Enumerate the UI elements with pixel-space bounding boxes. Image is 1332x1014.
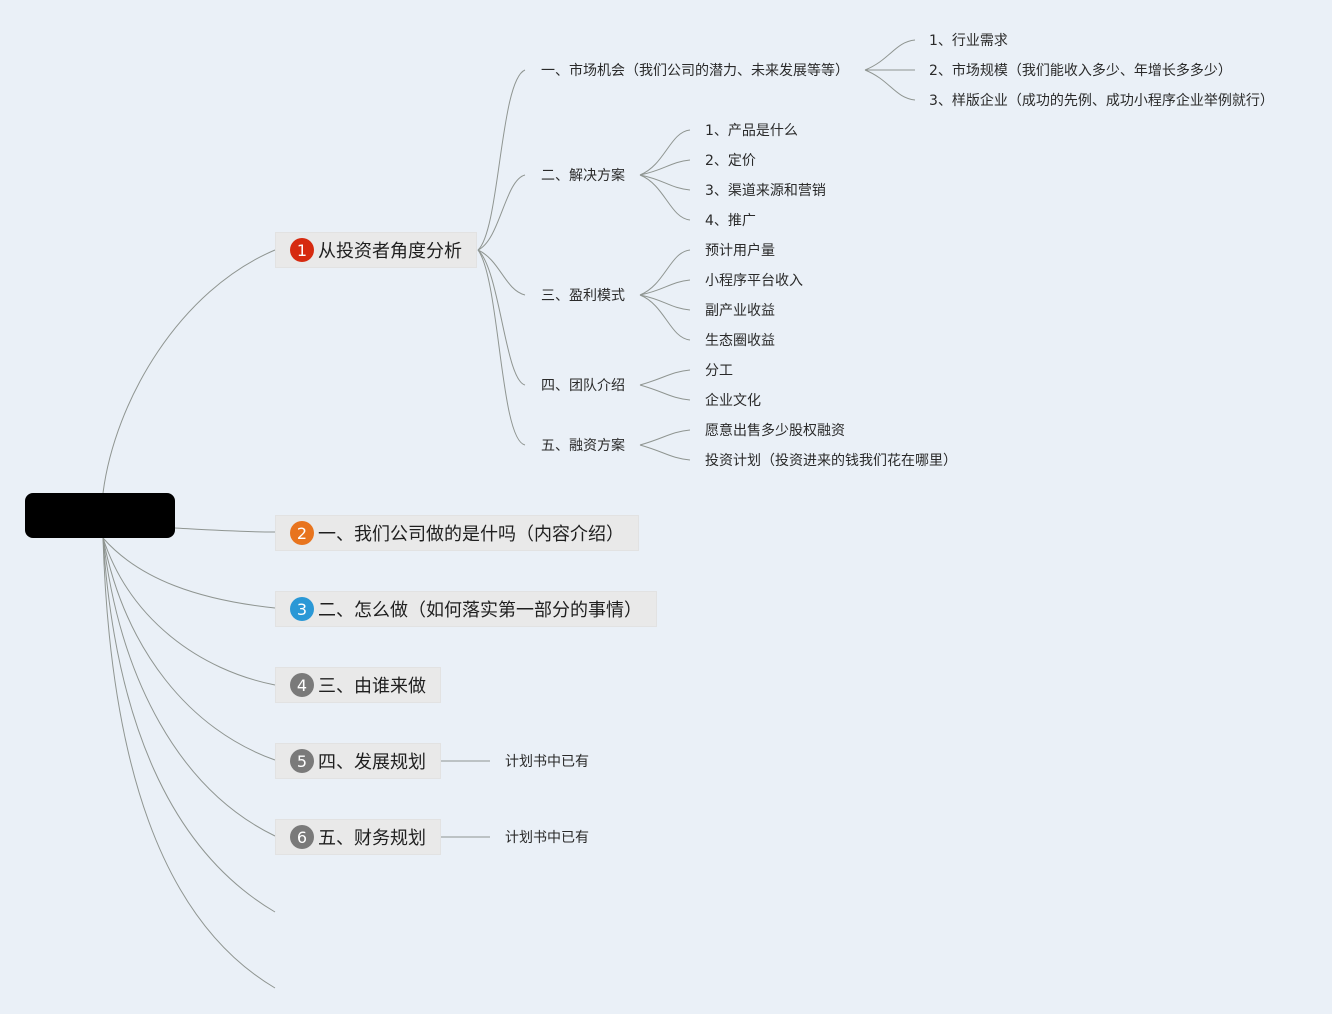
topic-finance-plan[interactable]: 6 五、财务规划 [275,819,441,855]
section-profit-model[interactable]: 三、盈利模式 [541,288,625,304]
topic-how-to-do[interactable]: 3 二、怎么做（如何落实第一部分的事情） [275,591,657,627]
leaf-investment-plan[interactable]: 投资计划（投资进来的钱我们花在哪里） [705,453,957,469]
leaf-market-size[interactable]: 2、市场规模（我们能收入多少、年增长多多少） [929,63,1232,79]
topic-who-does[interactable]: 4 三、由谁来做 [275,667,441,703]
section-financing-plan[interactable]: 五、融资方案 [541,438,625,454]
leaf-equity-for-sale[interactable]: 愿意出售多少股权融资 [705,423,845,439]
root-topic[interactable] [25,493,175,538]
section-market-opportunity[interactable]: 一、市场机会（我们公司的潜力、未来发展等等） [541,63,849,79]
leaf-pricing[interactable]: 2、定价 [705,153,756,169]
priority-6-icon: 6 [290,825,314,849]
leaf-industry-demand[interactable]: 1、行业需求 [929,33,1008,49]
leaf-side-industry-income[interactable]: 副产业收益 [705,303,775,319]
topic-label: 四、发展规划 [318,752,426,773]
leaf-corporate-culture[interactable]: 企业文化 [705,393,761,409]
topic-label: 五、财务规划 [318,828,426,849]
priority-2-icon: 2 [290,521,314,545]
topic-company-intro[interactable]: 2 一、我们公司做的是什吗（内容介绍） [275,515,639,551]
note-development-plan[interactable]: 计划书中已有 [505,754,589,770]
topic-label: 从投资者角度分析 [318,241,462,262]
topic-label: 三、由谁来做 [318,676,426,697]
leaf-promotion[interactable]: 4、推广 [705,213,756,229]
note-finance-plan[interactable]: 计划书中已有 [505,830,589,846]
leaf-channels-marketing[interactable]: 3、渠道来源和营销 [705,183,826,199]
topic-development-plan[interactable]: 5 四、发展规划 [275,743,441,779]
topic-investor-analysis[interactable]: 1 从投资者角度分析 [275,232,477,268]
leaf-division-of-labor[interactable]: 分工 [705,363,733,379]
priority-3-icon: 3 [290,597,314,621]
leaf-sample-companies[interactable]: 3、样版企业（成功的先例、成功小程序企业举例就行） [929,93,1274,109]
priority-1-icon: 1 [290,238,314,262]
section-team-intro[interactable]: 四、团队介绍 [541,378,625,394]
topic-label: 二、怎么做（如何落实第一部分的事情） [318,600,642,621]
section-solution[interactable]: 二、解决方案 [541,168,625,184]
leaf-expected-users[interactable]: 预计用户量 [705,243,775,259]
priority-5-icon: 5 [290,749,314,773]
leaf-platform-income[interactable]: 小程序平台收入 [705,273,803,289]
leaf-ecosystem-income[interactable]: 生态圈收益 [705,333,775,349]
topic-label: 一、我们公司做的是什吗（内容介绍） [318,524,624,545]
priority-4-icon: 4 [290,673,314,697]
leaf-what-product[interactable]: 1、产品是什么 [705,123,798,139]
